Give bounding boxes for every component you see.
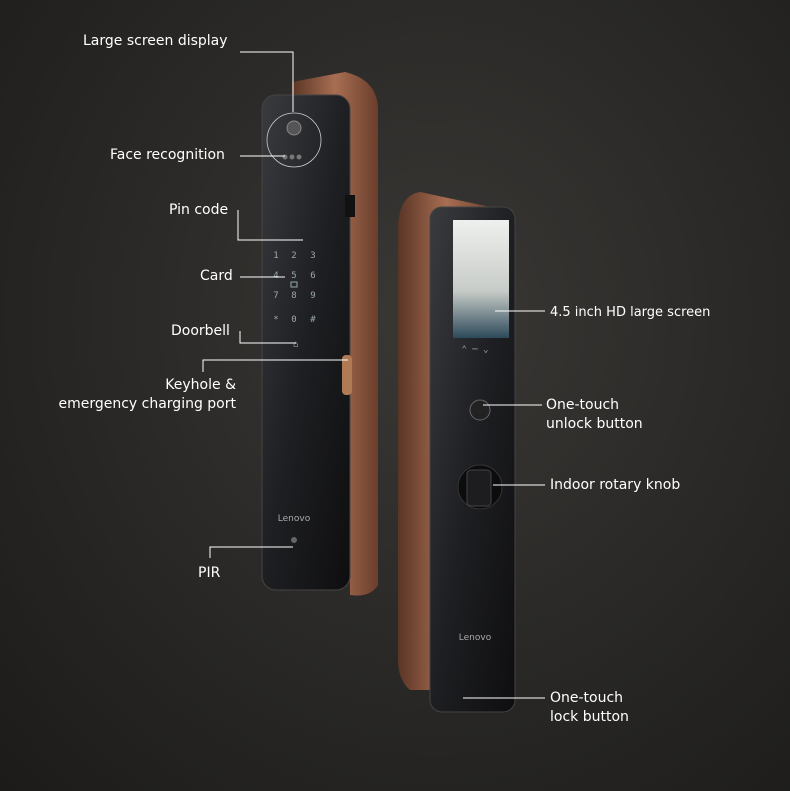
label-unlock-button: One-touch unlock button <box>546 396 643 434</box>
label-keyhole-line1: Keyhole & <box>165 377 236 393</box>
bell-icon: ⌂ <box>293 340 298 350</box>
label-large-screen: Large screen display <box>83 33 228 49</box>
keypad-key: 3 <box>310 251 315 261</box>
label-unlock-line1: One-touch <box>546 397 620 413</box>
face-recognition-ring <box>266 112 322 168</box>
indoor-lock: ⌃ ─ ⌄ Lenovo <box>398 192 516 713</box>
keypad-key: 4 <box>273 271 278 281</box>
label-lock-line2: lock button <box>550 709 629 725</box>
label-lock-button: One-touch lock button <box>550 689 629 727</box>
keypad-key: * <box>273 315 278 325</box>
label-card: Card <box>200 268 233 284</box>
unlock-button <box>469 399 491 421</box>
card-icon <box>290 281 298 288</box>
outdoor-lock: 1 2 3 4 5 6 7 8 9 * 0 # ⌂ Lenovo <box>261 72 378 596</box>
keypad-key: 0 <box>291 315 296 325</box>
keypad-key: 7 <box>273 291 278 301</box>
label-doorbell: Doorbell <box>171 323 230 339</box>
label-rotary-knob: Indoor rotary knob <box>550 477 681 493</box>
keypad-key: 2 <box>291 251 296 261</box>
brand-logo: Lenovo <box>459 633 492 643</box>
camera-icon <box>286 120 302 136</box>
label-pin-code: Pin code <box>169 202 229 218</box>
keypad: 1 2 3 4 5 6 7 8 9 * 0 # <box>273 251 316 325</box>
screen-nav-icons: ⌃ ─ ⌄ <box>461 345 488 355</box>
label-keyhole: Keyhole & emergency charging port <box>58 376 236 414</box>
keypad-key: 8 <box>291 291 296 301</box>
keypad-key: 6 <box>310 271 315 281</box>
label-keyhole-line2: emergency charging port <box>58 396 236 412</box>
label-unlock-line2: unlock button <box>546 416 643 432</box>
label-face-recognition: Face recognition <box>110 147 225 163</box>
keypad-key: 9 <box>310 291 315 301</box>
label-pir: PIR <box>198 565 221 581</box>
pir-sensor <box>291 537 297 543</box>
brand-logo: Lenovo <box>278 514 311 524</box>
label-hd-screen: 4.5 inch HD large screen <box>550 305 711 320</box>
keypad-key: 1 <box>273 251 278 261</box>
hd-screen <box>453 220 509 338</box>
label-lock-line1: One-touch <box>550 690 624 706</box>
callout-lines <box>202 51 545 699</box>
keypad-key: # <box>310 315 316 325</box>
keypad-key: 5 <box>291 271 296 281</box>
